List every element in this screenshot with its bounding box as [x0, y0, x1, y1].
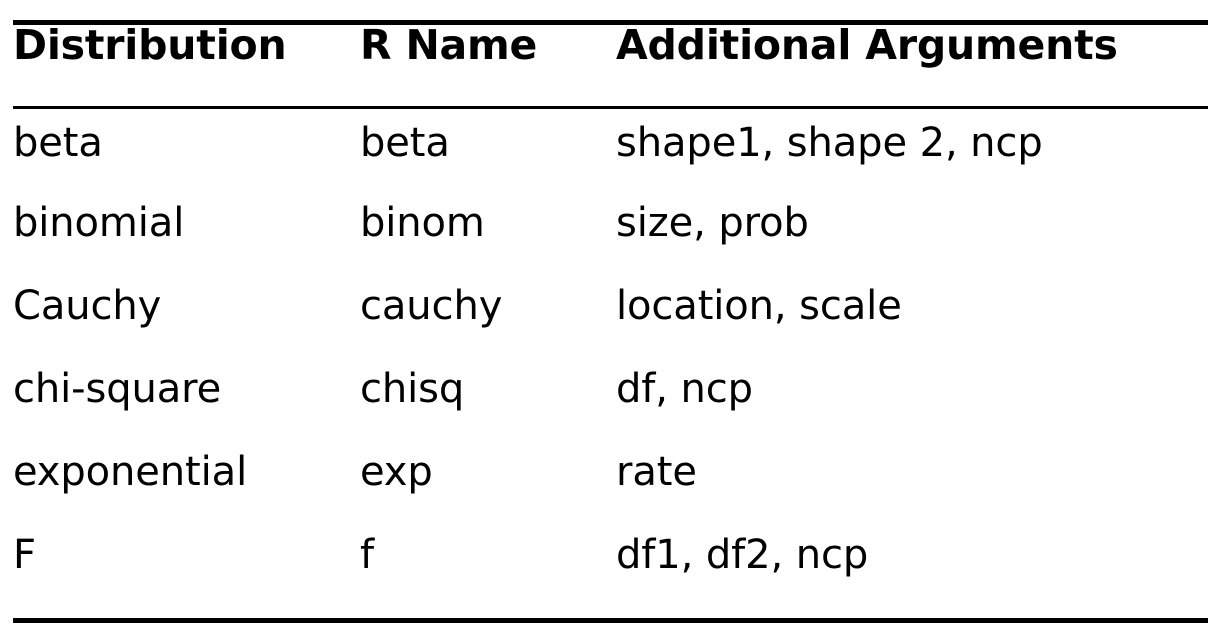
cell-r-name: exp [360, 449, 433, 495]
cell-distribution: beta [13, 120, 103, 166]
cell-arguments: df1, df2, ncp [616, 532, 869, 578]
cell-r-name: beta [360, 120, 450, 166]
table-row: beta beta shape1, shape 2, ncp [13, 109, 1208, 203]
cell-r-name: chisq [360, 366, 465, 412]
cell-r-name: f [360, 532, 374, 578]
table-row: binomial binom size, prob [13, 203, 1208, 286]
cell-arguments: size, prob [616, 200, 809, 246]
distribution-table: Distribution R Name Additional Arguments [13, 25, 1208, 106]
cell-arguments: rate [616, 449, 697, 495]
cell-arguments: shape1, shape 2, ncp [616, 120, 1043, 166]
cell-distribution: chi-square [13, 366, 222, 412]
table-header-rule [13, 106, 1208, 109]
table-top-rule [13, 20, 1208, 25]
column-header-r-name: R Name [360, 21, 538, 69]
cell-distribution: exponential [13, 449, 248, 495]
cell-distribution: F [13, 532, 36, 578]
distribution-table-body: beta beta shape1, shape 2, ncp binomial … [13, 109, 1208, 618]
table-row: chi-square chisq df, ncp [13, 369, 1208, 452]
distribution-table-wrapper: Distribution R Name Additional Arguments… [13, 20, 1208, 623]
cell-r-name: cauchy [360, 283, 503, 329]
cell-r-name: binom [360, 200, 485, 246]
table-row: exponential exp rate [13, 452, 1208, 535]
table-header: Distribution R Name Additional Arguments [13, 25, 1208, 106]
cell-distribution: Cauchy [13, 283, 162, 329]
cell-arguments: df, ncp [616, 366, 753, 412]
table-header-row: Distribution R Name Additional Arguments [13, 25, 1208, 106]
cell-distribution: binomial [13, 200, 185, 246]
table-row: F f df1, df2, ncp [13, 535, 1208, 618]
column-header-additional-arguments: Additional Arguments [616, 21, 1118, 69]
column-header-distribution: Distribution [13, 21, 287, 69]
table-row: Cauchy cauchy location, scale [13, 286, 1208, 369]
table-bottom-rule [13, 618, 1208, 623]
table-body: beta beta shape1, shape 2, ncp binomial … [13, 109, 1208, 618]
cell-arguments: location, scale [616, 283, 902, 329]
